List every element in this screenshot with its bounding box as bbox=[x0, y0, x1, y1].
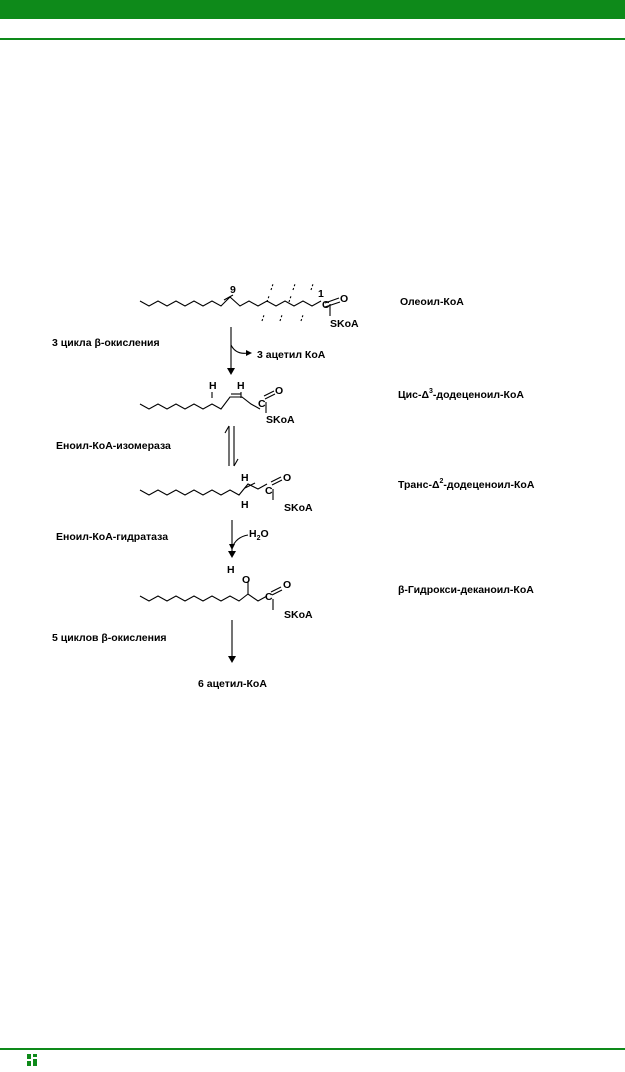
hydrogen-2b: H bbox=[237, 380, 245, 392]
skoa-4: SKoA bbox=[284, 609, 313, 621]
hydroxy-chain bbox=[139, 593, 268, 602]
carbon-4: C bbox=[265, 591, 273, 603]
label-cis-suffix: -додеценоил-КоА bbox=[433, 389, 524, 401]
arrowhead-3 bbox=[228, 551, 236, 558]
top-bar bbox=[0, 0, 625, 19]
trans-chain bbox=[139, 483, 268, 496]
label-hydratase: Еноил-КоА-гидратаза bbox=[56, 531, 168, 543]
label-trans: Транс-Δ2-додеценоил-КоА bbox=[398, 478, 535, 491]
logo-icon bbox=[26, 1053, 38, 1067]
carbon-3: C bbox=[265, 485, 273, 497]
hydrogen-2a: H bbox=[209, 380, 217, 392]
locant-9: 9 bbox=[230, 284, 236, 296]
hydrogen-3a: H bbox=[241, 472, 249, 484]
arrowhead-1 bbox=[227, 368, 235, 375]
water-h: H bbox=[249, 528, 257, 540]
hydrogen-4: H bbox=[227, 564, 235, 576]
arrowhead-4 bbox=[228, 656, 236, 663]
skoa-3: SKoA bbox=[284, 502, 313, 514]
locant-1: 1 bbox=[318, 288, 324, 300]
label-cis: Цис-Δ3-додеценоил-КоА bbox=[398, 388, 524, 401]
label-beta-ox-5: 5 циклов β-окисления bbox=[52, 632, 167, 644]
oxygen-3: O bbox=[283, 472, 291, 484]
header-divider bbox=[0, 38, 625, 40]
hydrogen-3b: H bbox=[241, 499, 249, 511]
skoa-1: SKoA bbox=[330, 318, 359, 330]
label-cis-prefix: Цис-Δ bbox=[398, 389, 429, 401]
label-water: H2O bbox=[249, 528, 269, 542]
label-trans-suffix: -додеценоил-КоА bbox=[443, 479, 534, 491]
arrowhead-side-3 bbox=[229, 544, 235, 550]
label-trans-sup: 2 bbox=[440, 478, 444, 485]
label-hydroxy: β-Гидрокси-деканоил-КоА bbox=[398, 584, 534, 596]
footer-divider bbox=[0, 1048, 625, 1050]
oxygen-4: O bbox=[283, 579, 291, 591]
label-cis-sup: 3 bbox=[429, 388, 433, 395]
skoa-2: SKoA bbox=[266, 414, 295, 426]
oxygen-1: O bbox=[340, 293, 348, 305]
carbon-2: C bbox=[258, 398, 266, 410]
water-sub: 2 bbox=[257, 535, 261, 542]
arrowhead-side-1 bbox=[246, 350, 252, 356]
oxygen-2: O bbox=[275, 385, 283, 397]
label-beta-ox-3: 3 цикла β-окисления bbox=[52, 337, 160, 349]
water-o: O bbox=[261, 528, 269, 540]
label-trans-prefix: Транс-Δ bbox=[398, 479, 440, 491]
label-acetyl-6: 6 ацетил-КоА bbox=[198, 678, 267, 690]
label-isomerase: Еноил-КоА-изомераза bbox=[56, 440, 171, 452]
oxygen-hydroxy: O bbox=[242, 574, 250, 586]
label-acetyl-3: 3 ацетил КоА bbox=[257, 349, 326, 361]
label-oleoyl: Олеоил-КоА bbox=[400, 296, 464, 308]
oleoyl-chain bbox=[139, 296, 322, 307]
cis-chain bbox=[139, 396, 261, 410]
carbon-1: C bbox=[322, 299, 330, 311]
